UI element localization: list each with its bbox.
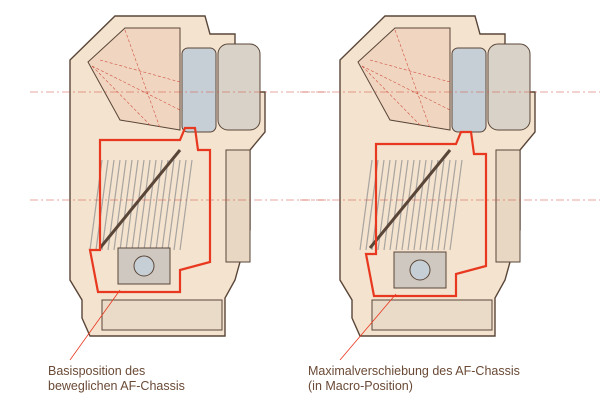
caption-leader-line: [339, 293, 397, 360]
caption-base-line-1: Basisposition des: [48, 364, 146, 378]
mechanics-hatch-line: [371, 159, 385, 251]
af-chassis-outline: [364, 130, 488, 298]
eyecup: [217, 43, 261, 131]
mirror-box-mechanics: [359, 159, 463, 251]
mechanics-hatch-line: [143, 159, 157, 251]
reflex-mirror: [98, 149, 182, 249]
mechanics-hatch-line: [359, 159, 373, 251]
mechanics-hatch-line: [413, 159, 427, 251]
mechanics-hatch-line: [449, 159, 463, 251]
af-sensor-lens: [409, 259, 431, 281]
mechanics-hatch-line: [443, 159, 457, 251]
mechanics-hatch-line: [383, 159, 397, 251]
caption-macro-position: Maximalverschiebung des AF-Chassis (in M…: [308, 364, 520, 394]
af-sensor-lens: [133, 255, 155, 277]
mechanics-hatch-line: [167, 159, 181, 251]
mechanics-hatch-line: [179, 159, 193, 251]
mechanics-hatch-line: [113, 159, 127, 251]
mechanics-hatch-line: [431, 159, 445, 251]
reflex-mirror: [368, 149, 452, 249]
caption-base-line-2: beweglichen AF-Chassis: [48, 379, 185, 393]
pentaprism: [87, 27, 181, 131]
af-chassis-outline: [88, 126, 212, 294]
mechanics-hatch-line: [425, 159, 439, 251]
mechanics-hatch-line: [137, 159, 151, 251]
mechanics-hatch-line: [395, 159, 409, 251]
bottom-plate: [101, 299, 223, 331]
mechanics-hatch-line: [125, 159, 139, 251]
caption-base-position: Basisposition des beweglichen AF-Chassis: [48, 364, 185, 394]
mechanics-hatch-line: [131, 159, 145, 251]
mechanics-hatch-line: [407, 159, 421, 251]
mechanics-hatch-line: [161, 159, 175, 251]
viewfinder-ray-lines: [91, 29, 181, 129]
mechanics-hatch-line: [119, 159, 133, 251]
mechanics-hatch-line: [155, 159, 169, 251]
mechanics-hatch-line: [437, 159, 451, 251]
bottom-plate: [371, 299, 493, 331]
caption-macro-line-1: Maximalverschiebung des AF-Chassis: [308, 364, 520, 378]
eyepiece-lens-block: [451, 47, 487, 133]
mechanics-hatch-line: [95, 159, 109, 251]
eyepiece-lens-block: [181, 47, 217, 133]
eyecup: [487, 43, 531, 131]
caption-leader-line: [69, 289, 121, 360]
mechanics-hatch-line: [173, 159, 187, 251]
camera-cross-section-base: [30, 15, 330, 360]
mechanics-hatch-line: [101, 159, 115, 251]
viewfinder-ray-lines: [361, 29, 451, 129]
rear-housing: [225, 149, 251, 263]
panel-macro-position: [300, 0, 600, 360]
camera-cross-section-macro: [300, 15, 600, 360]
panel-base-position: [30, 0, 330, 360]
rear-housing: [495, 149, 521, 263]
pentaprism: [357, 27, 451, 131]
mechanics-hatch-line: [401, 159, 415, 251]
mechanics-hatch-line: [389, 159, 403, 251]
caption-macro-line-2: (in Macro-Position): [308, 379, 413, 393]
